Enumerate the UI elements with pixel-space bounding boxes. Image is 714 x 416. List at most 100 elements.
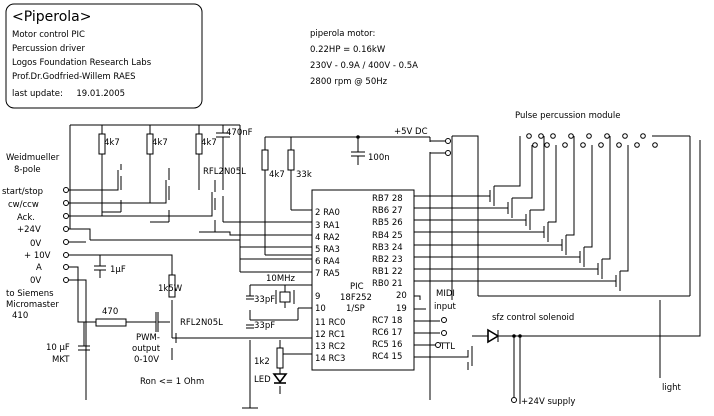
midi-terminal-2	[441, 330, 447, 336]
supply-24v-terminal	[511, 397, 517, 403]
pin-label-0v-1: 0V	[30, 239, 41, 249]
r4k7-label-1: 4k7	[104, 138, 120, 148]
rfl-label-1: RFL2N05L	[203, 167, 246, 177]
light-label: light	[662, 383, 682, 393]
pin-label-ack: Ack.	[17, 213, 35, 223]
c33p-label-1: 33pF	[254, 295, 275, 305]
pin-label-a: A	[36, 263, 42, 273]
rb-driver-wires	[414, 135, 691, 300]
r33k-label: 33k	[296, 170, 312, 180]
c470n-label: 470nF	[226, 128, 253, 138]
r4k7-label-2: 4k7	[152, 138, 168, 148]
pic-pin-25: RB4 25	[372, 231, 403, 241]
pin-label-start-stop: start/stop	[2, 187, 43, 197]
pic-pin-16: RC5 16	[372, 340, 402, 350]
pic-pin-11: 11 RC0	[315, 318, 345, 328]
ttl-terminal	[435, 342, 441, 348]
midi-terminal-1	[441, 317, 447, 323]
connector-terminal-6	[63, 252, 69, 258]
vdc-label: +5V DC	[394, 127, 428, 137]
pic-pin-22: RB1 22	[372, 267, 403, 277]
pic-label-2: 18F252	[340, 293, 372, 303]
pic-pin-13: 13 RC2	[315, 342, 345, 352]
pulse-terminal-6	[604, 133, 610, 139]
title-block-frame	[5, 3, 203, 109]
resistor-33k	[287, 149, 295, 171]
title-line-5: last update: 19.01.2005	[12, 89, 125, 99]
pulse-terminal-14	[616, 142, 622, 148]
rfl-label-2: RFL2N05L	[180, 318, 223, 328]
c10u-label-1: 10 µF	[46, 343, 70, 353]
r4k7-label-4: 4k7	[269, 170, 285, 180]
pic-pin-18: RC7 18	[372, 316, 402, 326]
pic-pin-6: 6 RA4	[315, 257, 340, 267]
pic-pin-19: 19	[396, 304, 407, 314]
motor-speed: 2800 rpm @ 50Hz	[310, 77, 388, 87]
pic-pin-20: 20	[396, 291, 407, 301]
xtal-label: 10MHz	[266, 274, 296, 284]
pic-pin-14: 14 RC3	[315, 354, 345, 364]
pin-label-24v: +24V	[17, 225, 41, 235]
pic-pin-24: RB3 24	[372, 243, 403, 253]
motor-power: 0.22HP = 0.16kW	[310, 45, 386, 55]
pwm-output-circuit	[68, 241, 312, 400]
resistor-1k2	[276, 347, 284, 369]
supply-5v	[261, 135, 451, 300]
pulse-terminal-8	[640, 133, 646, 139]
pic-pin-27: RB6 27	[372, 206, 403, 216]
siemens-line-2: Micromaster	[6, 300, 59, 310]
r4k7-label-3: 4k7	[201, 138, 217, 148]
c33p-label-2: 33pF	[254, 321, 275, 331]
pic-pin-5: 5 RA3	[315, 245, 340, 255]
pulse-module-label: Pulse percussion module	[515, 111, 620, 121]
pulse-terminal-4	[568, 133, 574, 139]
pin-label-0v-2: 0V	[30, 276, 41, 286]
pulse-terminal-7	[622, 133, 628, 139]
title-line-4: Prof.Dr.Godfried-Willem RAES	[12, 72, 136, 82]
pin-label-10v: + 10V	[24, 251, 51, 261]
pic-pin-12: 12 RC1	[315, 330, 345, 340]
connector-poles: 8-pole	[14, 165, 41, 175]
resistor-1k5w	[168, 274, 176, 298]
motor-current: 230V - 0.9A / 400V - 0.5A	[310, 61, 418, 71]
pic-pin-2: 2 RA0	[315, 208, 340, 218]
pic-pin-9: 9	[315, 292, 320, 302]
ground-wires	[242, 300, 431, 409]
ron-label: Ron <= 1 Ohm	[140, 377, 204, 387]
pic-pin-21: RB0 21	[372, 279, 403, 289]
resistor-4k7-3	[195, 133, 203, 155]
c10u-label-2: MKT	[52, 355, 70, 365]
diagram-title: <Piperola>	[12, 9, 91, 25]
pulse-terminal-13	[598, 142, 604, 148]
connector-terminal-4	[63, 226, 69, 232]
led-circuit	[272, 340, 312, 394]
pulse-module-terminals	[526, 133, 658, 148]
motor-heading: piperola motor:	[310, 29, 375, 39]
pin-label-cw-ccw: cw/ccw	[8, 200, 39, 210]
led-label: LED	[254, 375, 271, 385]
pulse-terminal-12	[580, 142, 586, 148]
midi-label: MIDI	[436, 289, 455, 299]
pulse-terminal-2	[538, 133, 544, 139]
connector-terminal-5	[63, 239, 69, 245]
led-symbol	[272, 373, 288, 384]
sfz-diode	[487, 328, 500, 344]
pic-pin-4: 4 RA2	[315, 233, 340, 243]
siemens-line-3: 410	[12, 311, 28, 321]
connector-terminal-2	[63, 200, 69, 206]
connector-terminal-3	[63, 213, 69, 219]
pwm-label-3: 0-10V	[134, 355, 159, 365]
junction-5v-cap	[356, 135, 360, 139]
pulse-terminal-16	[652, 142, 658, 148]
pic-pin-17: RC6 17	[372, 328, 402, 338]
pic-left-pins: 2 RA0 3 RA1 4 RA2 5 RA3 6 RA4 7 RA5 9 10…	[315, 208, 345, 364]
terminal-5v-1	[445, 138, 451, 144]
midi-input-label: input	[434, 302, 457, 312]
pic-chip	[311, 189, 415, 371]
r1k2-label: 1k2	[254, 357, 270, 367]
c1u-label: 1µF	[110, 265, 126, 275]
connector-terminal-1	[63, 187, 69, 193]
pic-pin-23: RB2 23	[372, 255, 403, 265]
connector-terminal-8	[63, 277, 69, 283]
pic-pin-15: RC4 15	[372, 352, 402, 362]
